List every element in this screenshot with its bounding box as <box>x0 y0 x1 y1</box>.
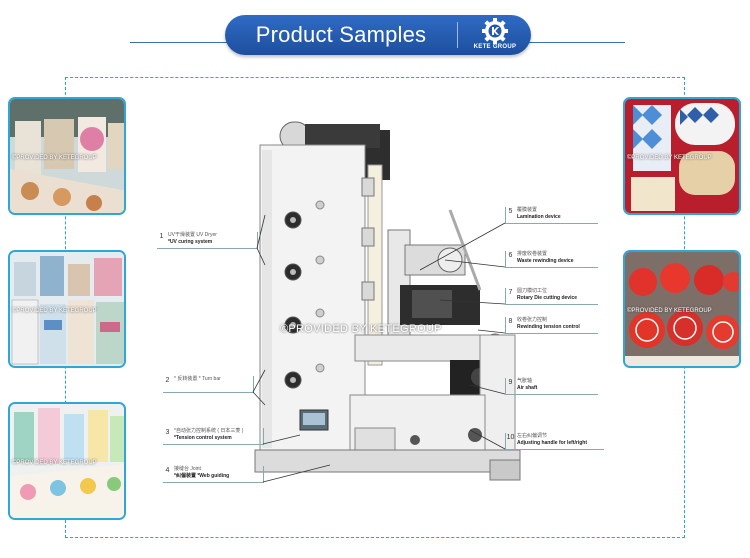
callout-number: 2 <box>165 377 170 384</box>
callout-number: 10 <box>506 434 515 441</box>
callout-number: 3 <box>165 429 170 436</box>
photo-watermark: ©PROVIDED BY KETEGROUP <box>12 308 97 314</box>
sample-photo-diamond-labels: ©PROVIDED BY KETEGROUP <box>623 97 741 215</box>
callout-number: 6 <box>508 252 513 259</box>
photo-watermark: ©PROVIDED BY KETEGROUP <box>12 155 97 161</box>
label-rolls-image <box>10 99 124 213</box>
callout-english: Waste rewinding device <box>517 258 574 264</box>
center-watermark: ©PROVIDED BY KETEGROUP <box>280 323 442 335</box>
banner-divider <box>457 22 458 48</box>
callout-chinese: 排废收卷装置 <box>517 251 548 257</box>
callout-number: 8 <box>508 318 513 325</box>
callout-english: *纠偏装置 *Web guiding <box>174 473 230 479</box>
photo-watermark: ©PROVIDED BY KETEGROUP <box>627 308 712 314</box>
photo-watermark: ©PROVIDED BY KETEGROUP <box>12 460 97 466</box>
callout-chinese: 圆刀模切工位 <box>517 288 548 294</box>
callout-chinese: 收卷张力控制 <box>517 317 548 323</box>
callout-10: 10 左右纠偏调节 Adjusting handle for left/righ… <box>505 433 604 450</box>
callout-3: 3 *自动张力控制系统 ( 日本三菱 ) *Tension control sy… <box>163 428 264 445</box>
callout-english: Rewinding tension control <box>517 324 580 330</box>
sample-photo-sale-stickers: ©PROVIDED BY KETEGROUP <box>623 250 741 368</box>
callout-chinese: *自动张力控制系统 ( 日本三菱 ) <box>174 428 244 434</box>
red-sale-stickers-image <box>625 252 739 366</box>
callout-english: *UV curing system <box>168 239 213 245</box>
callout-6: 6 排废收卷装置 Waste rewinding device <box>505 251 598 268</box>
gear-logo-icon <box>482 18 508 44</box>
callout-english: Rotary Die cutting device <box>517 295 578 301</box>
callout-8: 8 收卷张力控制 Rewinding tension control <box>505 317 598 334</box>
callout-5: 5 覆膜装置 Lamination device <box>505 207 598 224</box>
callout-number: 9 <box>508 379 513 386</box>
logo-text: KETE GROUP <box>473 44 517 50</box>
sample-photo-labels: ©PROVIDED BY KETEGROUP <box>8 97 126 215</box>
callout-english: Lamination device <box>517 214 561 220</box>
callout-1: 1 UV干燥装置 UV Dryer *UV curing system <box>157 232 258 249</box>
cosmetic-labels-image <box>10 404 124 518</box>
callout-chinese: 左右纠偏调节 <box>517 433 548 439</box>
page-title: Product Samples <box>255 22 427 47</box>
diamond-label-rolls-image <box>625 99 739 213</box>
callout-chinese: 覆膜装置 <box>517 207 538 213</box>
sample-photo-cosmetics: ©PROVIDED BY KETEGROUP <box>8 402 126 520</box>
callout-english: *Tension control system <box>174 435 232 441</box>
title-banner: Product Samples KETE GROUP <box>225 15 531 55</box>
callout-number: 4 <box>165 467 170 474</box>
photo-watermark: ©PROVIDED BY KETEGROUP <box>627 155 712 161</box>
callout-chinese: UV干燥装置 UV Dryer <box>168 232 217 238</box>
flexo-printing-machine-illustration <box>254 121 521 481</box>
callout-english: Adjusting handle for left/right <box>517 440 587 446</box>
bottle-labels-image <box>10 252 124 366</box>
callout-number: 7 <box>508 289 513 296</box>
kete-logo: KETE GROUP <box>465 17 525 53</box>
callout-4: 4 接缝台 Joint *纠偏装置 *Web guiding <box>163 466 264 483</box>
callout-english: Air shaft <box>517 385 538 391</box>
callout-chinese: 接缝台 Joint <box>174 466 201 472</box>
callout-number: 5 <box>508 208 513 215</box>
header-right-line <box>525 42 625 43</box>
callout-2: 2 * 反转装置 * Turn bar <box>163 376 254 393</box>
callout-chinese: 气胀轴 <box>517 378 533 384</box>
callout-7: 7 圆刀模切工位 Rotary Die cutting device <box>505 288 598 305</box>
callout-number: 1 <box>159 233 164 240</box>
callout-chinese: * 反转装置 * Turn bar <box>174 376 221 382</box>
header-left-line <box>130 42 230 43</box>
callout-9: 9 气胀轴 Air shaft <box>505 378 598 395</box>
sample-photo-bottles: ©PROVIDED BY KETEGROUP <box>8 250 126 368</box>
